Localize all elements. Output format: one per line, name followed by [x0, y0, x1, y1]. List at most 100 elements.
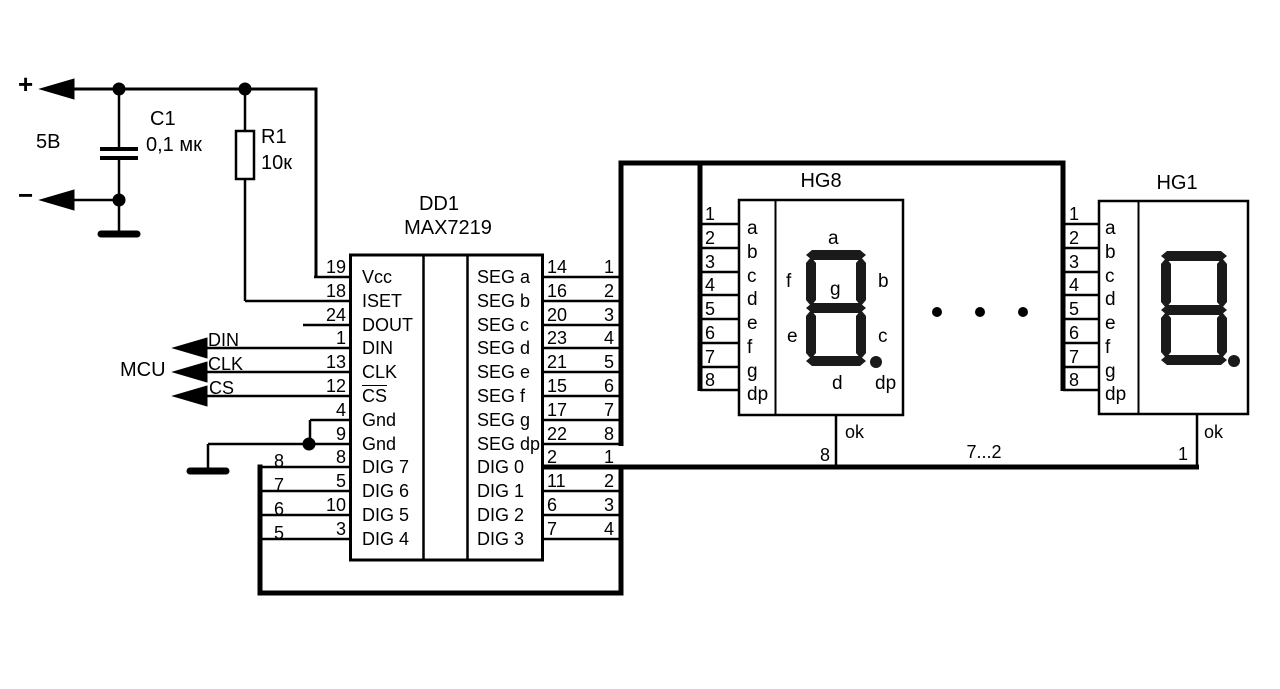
segment-label-f: f	[786, 271, 792, 292]
minus-terminal-label: −	[18, 180, 34, 210]
display-pin-number: 5	[705, 299, 716, 319]
pin-name-dig6: DIG 6	[362, 481, 410, 501]
hg1-common-wire-id: 1	[1177, 444, 1188, 464]
display-pin-number: 8	[705, 370, 716, 390]
wire-id: 2	[603, 471, 614, 491]
display-pin-name: b	[1105, 242, 1116, 263]
pin-name-dig4: DIG 4	[362, 529, 410, 549]
pin-name-clk: CLK	[362, 362, 398, 382]
pin-name-dig5: DIG 5	[362, 505, 410, 525]
pin-number: 14	[547, 257, 568, 277]
mcu-signal-din: DIN	[208, 330, 239, 350]
wire-id: 7	[603, 400, 614, 420]
pin-number: 23	[547, 328, 568, 348]
plus-arrow-icon	[38, 78, 75, 100]
pin-name-din: DIN	[362, 338, 393, 358]
hg8-common-label: ok	[845, 422, 865, 442]
display-pin-name: a	[1105, 218, 1116, 239]
pin-number: 13	[325, 352, 346, 372]
hg8-common-wire-id: 8	[819, 445, 830, 465]
display-pin-name: d	[1105, 289, 1116, 310]
pin-number: 11	[547, 471, 566, 491]
display-pin-name: f	[1105, 337, 1111, 358]
pin-number: 24	[325, 305, 346, 325]
pin-number: 5	[335, 471, 346, 491]
pin-number: 22	[547, 424, 568, 444]
pin-number: 16	[547, 281, 568, 301]
wire-id: 4	[603, 328, 614, 348]
resistor-ref: R1	[261, 126, 287, 148]
mcu-signal-clk: CLK	[208, 354, 244, 374]
hg1-common-label: ok	[1204, 422, 1224, 442]
segment-label-e: e	[787, 326, 798, 347]
mcu-wires	[171, 323, 351, 407]
mcu-label: MCU	[120, 359, 166, 381]
display-pin-name: d	[747, 289, 758, 310]
capacitor-value: 0,1 мк	[146, 134, 202, 156]
wire-id: 3	[603, 305, 614, 325]
display-pin-number: 1	[1069, 204, 1080, 224]
pin-number: 4	[335, 400, 346, 420]
cs-arrow-icon	[171, 385, 208, 407]
wire-id: 5	[273, 523, 284, 543]
pin-number: 2	[547, 447, 558, 467]
pin-number: 1	[335, 328, 346, 348]
wire-id: 6	[603, 376, 614, 396]
hg8-seven-segment-icon	[806, 250, 882, 368]
segment-label-g: g	[830, 279, 841, 300]
hg8-title: HG8	[800, 170, 842, 192]
pin-number: 19	[325, 257, 346, 277]
clk-arrow-icon	[171, 361, 208, 383]
power-wires	[38, 78, 351, 279]
ellipsis-dots	[932, 307, 1028, 317]
digit-right-bus	[541, 464, 1199, 596]
pin-number: 12	[325, 376, 346, 396]
hg1-seven-segment-icon	[1161, 251, 1240, 367]
pin-number: 8	[335, 447, 346, 467]
resistor-value: 10к	[261, 152, 292, 174]
pin-name-gnd: Gnd	[362, 410, 397, 430]
display-pin-number: 4	[1069, 275, 1080, 295]
pin-name-seg-g: SEG g	[477, 410, 531, 430]
pin-number: 20	[547, 305, 568, 325]
hg1-title: HG1	[1156, 172, 1198, 194]
pin-name-dig3: DIG 3	[477, 529, 525, 549]
chip-ground-wires	[186, 418, 351, 475]
segment-label-c: c	[878, 326, 888, 347]
segment-label-a: a	[828, 228, 839, 249]
display-pin-number: 3	[1069, 252, 1080, 272]
display-pin-number: 6	[705, 323, 716, 343]
hg8-dp-dot	[870, 356, 882, 368]
voltage-label: 5В	[36, 131, 61, 153]
display-pin-name: c	[1105, 266, 1115, 287]
display-pin-number: 2	[705, 228, 716, 248]
plus-terminal-label: +	[18, 69, 34, 99]
pin-name-cs: CS	[362, 386, 388, 406]
display-pin-name: dp	[1105, 384, 1127, 405]
pin-name-seg-b: SEG b	[477, 291, 531, 311]
minus-arrow-icon	[38, 189, 75, 211]
digit-bus-range-label: 7...2	[966, 442, 1002, 462]
hg8-wiring	[697, 160, 838, 467]
chip-part-number: MAX7219	[404, 217, 492, 239]
display-pin-name: c	[747, 266, 757, 287]
wire-id: 7	[273, 475, 284, 495]
junction-dot	[302, 437, 316, 451]
capacitor-c1-icon	[97, 89, 141, 238]
display-pin-number: 7	[1069, 347, 1080, 367]
wire-id: 3	[603, 495, 614, 515]
wire-id: 8	[273, 451, 284, 471]
pin-name-seg-f: SEG f	[477, 386, 526, 406]
pin-name-seg-dp: SEG dp	[477, 434, 541, 454]
display-pin-number: 3	[705, 252, 716, 272]
hg1-dp-dot	[1228, 355, 1240, 367]
pin-name-gnd: Gnd	[362, 434, 397, 454]
pin-number: 7	[547, 519, 558, 539]
display-pin-name: e	[1105, 313, 1116, 334]
wire-id: 1	[603, 447, 614, 467]
chip-ref: DD1	[418, 193, 459, 215]
segment-bus	[541, 160, 1066, 446]
display-pin-name: e	[747, 313, 758, 334]
wire-id: 8	[603, 424, 614, 444]
